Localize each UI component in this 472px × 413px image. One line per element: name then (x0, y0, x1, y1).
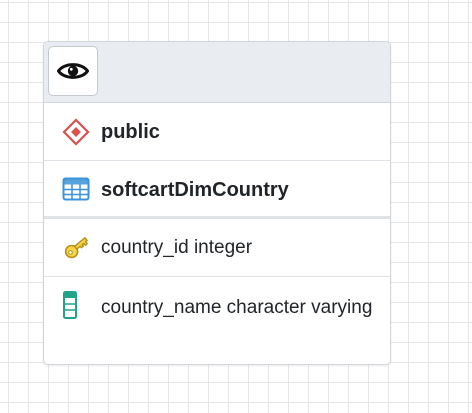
schema-name: public (101, 121, 160, 143)
table-icon (62, 177, 90, 201)
column-row[interactable]: country_name character varying (44, 277, 390, 361)
schema-row[interactable]: public (44, 103, 390, 161)
column-name: country_id integer (101, 237, 253, 258)
primary-key-icon (62, 232, 92, 262)
eye-icon (57, 63, 89, 79)
schema-icon (62, 118, 90, 146)
column-row[interactable]: country_id integer (44, 219, 390, 277)
table-row[interactable]: softcartDimCountry (44, 161, 390, 219)
column-icon (62, 290, 78, 320)
table-name: softcartDimCountry (101, 179, 289, 201)
toggle-details-button[interactable] (48, 46, 98, 96)
column-name: country_name character varying (101, 297, 373, 318)
table-node[interactable]: public softcartDimCountry (43, 41, 391, 365)
table-node-header (44, 42, 390, 103)
